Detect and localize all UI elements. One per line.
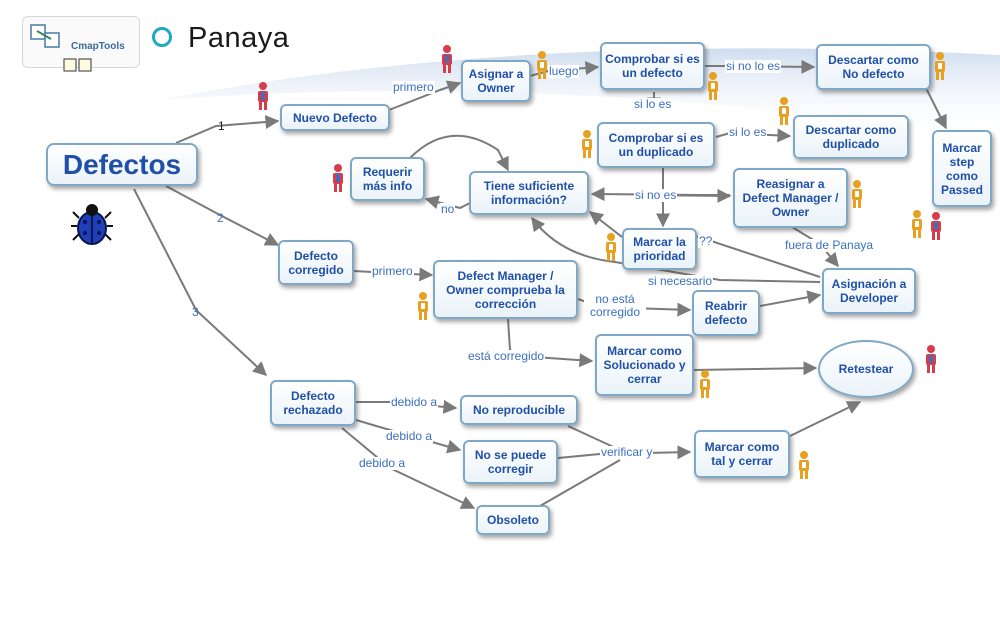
tester-person-icon [258,82,268,110]
node-marcar-tal-cerrar[interactable]: Marcar como tal y cerrar [694,430,790,478]
link-label-question: ?? [698,234,714,248]
tester-person-icon [333,164,343,192]
link-label-3: 3 [192,305,199,319]
cmaptools-logo-text: CmapTools [71,41,125,52]
link-label-no: no [440,202,456,216]
link-marcar-retestear [789,401,862,437]
link-label-verificar-y: verificar y [600,445,654,459]
owner-person-icon [912,210,922,238]
link-label-debido-a-3: debido a [358,456,407,470]
link-label-si-lo-es-a: si lo es [633,97,673,111]
link-label-1: 1 [218,119,225,133]
link-label-si-necesario: si necesario [647,274,714,288]
link-defectos-rechazado [133,188,268,376]
link-label-esta-corregido: está corregido [467,349,546,363]
owner-person-icon [582,130,592,158]
owner-person-icon [418,292,428,320]
owner-person-icon [606,233,616,261]
link-tiene-requerir [424,195,471,210]
panaya-logo-text: Panaya [188,22,290,54]
node-obsoleto[interactable]: Obsoleto [476,505,550,535]
tester-person-icon [926,345,936,373]
node-marcar-prioridad[interactable]: Marcar la prioridad [622,228,697,270]
link-defectos-nuevo [175,115,280,144]
bug-icon [71,204,113,245]
link-label-si-no-lo-es: si no lo es [725,59,782,73]
node-nuevo-defecto[interactable]: Nuevo Defecto [280,104,390,131]
panaya-logo-icon [152,27,172,47]
node-no-se-puede-corregir[interactable]: No se puede corregir [463,440,558,484]
link-requerir-tiene [409,134,509,172]
tester-person-icon [931,212,941,240]
node-requerir-info[interactable]: Requerir más info [350,157,425,201]
node-reasignar[interactable]: Reasignar a Defect Manager / Owner [733,168,848,228]
link-asignacion-tiene [531,216,821,283]
link-obsoleto-verificar [539,459,621,507]
owner-person-icon [852,180,862,208]
link-reabrir-asignacion [759,290,822,307]
link-defectos-corregido [165,185,280,246]
node-reabrir-defecto[interactable]: Reabrir defecto [692,290,760,336]
link-label-2: 2 [217,211,224,225]
link-label-primero-b: primero [371,264,414,278]
link-label-primero-a: primero [392,80,435,94]
cmaptools-toolbar-icons [63,58,92,72]
node-comprobar-duplicado[interactable]: Comprobar si es un duplicado [597,122,715,168]
node-retestear[interactable]: Retestear [818,340,914,398]
node-descartar-duplicado[interactable]: Descartar como duplicado [793,115,909,159]
owner-person-icon [799,451,809,479]
link-label-debido-a-1: debido a [390,395,439,409]
node-defectos[interactable]: Defectos [46,143,198,186]
link-prioridad-asignacion [695,235,821,278]
node-marcar-step-passed[interactable]: Marcar step como Passed [932,130,992,207]
node-asignacion-developer[interactable]: Asignación a Developer [822,268,916,314]
link-prioridad-tiene [588,211,623,238]
link-label-si-no-es: si no es [634,188,678,202]
owner-person-icon [537,51,547,79]
node-marcar-solucionado[interactable]: Marcar como Solucionado y cerrar [595,334,694,396]
cmaptools-logo-icon [30,24,60,48]
tester-person-icon [442,45,452,73]
link-label-si-lo-es-b: si lo es [728,125,768,139]
link-label-fuera-panaya: fuera de Panaya [784,238,875,252]
node-asignar-owner[interactable]: Asignar a Owner [461,60,531,102]
node-comprobar-defecto[interactable]: Comprobar si es un defecto [600,42,705,90]
node-no-reproducible[interactable]: No reproducible [460,395,578,425]
node-defecto-rechazado[interactable]: Defecto rechazado [270,380,356,426]
link-label-debido-a-2: debido a [385,429,434,443]
owner-person-icon [700,370,710,398]
node-tiene-info[interactable]: Tiene suficiente información? [469,171,589,215]
link-nuevo-asignar [388,80,462,111]
node-dm-comprueba[interactable]: Defect Manager / Owner comprueba la corr… [433,260,578,319]
owner-person-icon [935,52,945,80]
owner-person-icon [779,97,789,125]
node-descartar-no-defecto[interactable]: Descartar como No defecto [816,44,931,90]
cmaptools-logo: CmapTools [22,16,140,72]
background-swoosh [160,48,1000,141]
node-defecto-corregido[interactable]: Defecto corregido [278,240,354,285]
owner-person-icon [708,72,718,100]
link-descartar-marcar-step [925,87,947,130]
link-solucionado-retestear [693,361,818,376]
link-label-luego: luego [548,64,580,78]
link-label-no-esta-corregido: no está corregido [584,293,646,319]
